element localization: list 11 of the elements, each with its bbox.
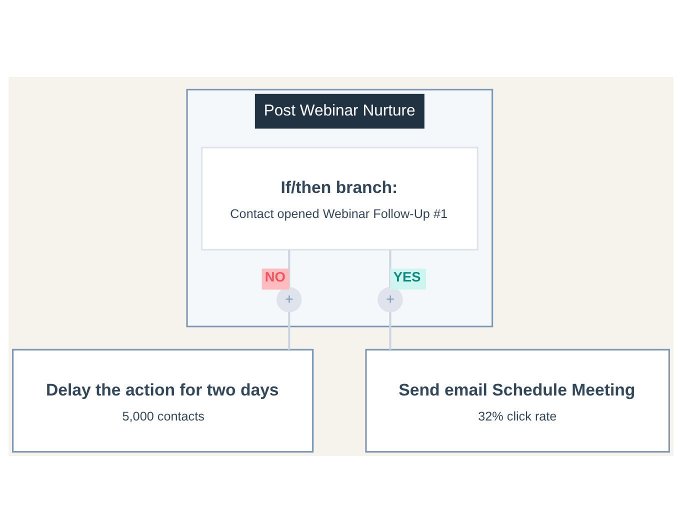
node-circle: + <box>378 286 403 312</box>
node-box: Delay the action for two days 5,000 contacts <box>12 348 314 452</box>
edge-label: NO <box>264 269 286 284</box>
connector <box>288 312 290 350</box>
node-box: If/then branch: Contact opened Webinar Follow-Up #1 <box>200 146 478 250</box>
node-box: Send email Schedule Meeting 32% click rate <box>365 348 670 452</box>
connector <box>389 312 392 350</box>
node-circle: + <box>276 286 302 312</box>
connector <box>288 249 290 287</box>
connector <box>389 249 392 287</box>
edge-label: YES <box>393 269 421 284</box>
